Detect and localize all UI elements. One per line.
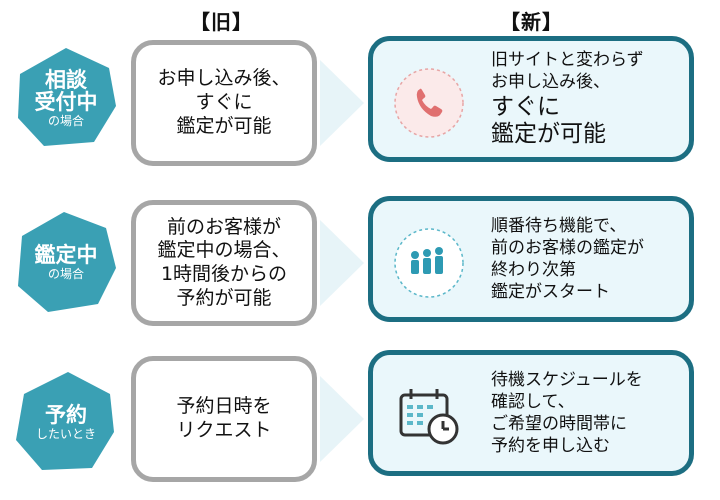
new-text-line: ご希望の時間帯に xyxy=(491,414,627,434)
badge-shape xyxy=(16,372,114,470)
arrow-right-icon xyxy=(320,376,364,462)
badge-sub: したいとき xyxy=(35,426,96,441)
old-box: お申し込み後、 すぐに 鑑定が可能 xyxy=(131,40,317,166)
calendar-clock-icon xyxy=(399,389,459,445)
new-text-line: 旧サイトと変わらず xyxy=(491,50,644,71)
badge-sub: の場合 xyxy=(47,266,84,281)
old-text-line: 前のお客様が xyxy=(166,215,281,238)
old-text-line: 鑑定が可能 xyxy=(176,114,272,137)
status-badge: 相談 受付中 の場合 xyxy=(14,46,118,150)
old-text-line: 鑑定中の場合、 xyxy=(157,239,291,262)
phone-icon xyxy=(394,68,464,138)
new-text-line: すぐに xyxy=(491,93,560,120)
new-text-line: 確認して、 xyxy=(491,391,575,412)
new-box: 順番待ち機能で、 前のお客様の鑑定が 終わり次第 鑑定がスタート xyxy=(368,196,694,322)
new-text-line: 鑑定が可能 xyxy=(491,121,606,148)
badge-sub: の場合 xyxy=(47,113,84,128)
header-new: 【新】 xyxy=(500,10,563,34)
badge-line: 鑑定中 xyxy=(34,242,98,267)
old-text-line: 予約が可能 xyxy=(176,286,272,309)
old-box: 前のお客様が 鑑定中の場合、 1時間後からの 予約が可能 xyxy=(131,200,317,326)
old-text-line: 予約日時を xyxy=(176,395,272,418)
status-badge: 予約 したいとき xyxy=(14,370,118,474)
badge-shape xyxy=(18,212,116,312)
badge-line: 相談 xyxy=(45,67,87,92)
old-text-line: お申し込み後、 xyxy=(157,67,291,90)
badge-shape xyxy=(18,48,116,146)
new-text-line: 順番待ち機能で、 xyxy=(491,215,627,236)
new-text-line: 待機スケジュールを xyxy=(491,369,643,390)
new-text-line: お申し込み後、 xyxy=(491,72,610,93)
new-text-line: 予約を申し込む xyxy=(491,436,610,457)
old-text-line: リクエスト xyxy=(176,419,272,441)
new-text-line: 終わり次第 xyxy=(491,260,576,280)
old-text-line: すぐに xyxy=(195,91,253,114)
queue-people-icon xyxy=(394,228,464,298)
arrow-right-icon xyxy=(320,60,364,146)
status-badge: 鑑定中 の場合 xyxy=(14,210,118,314)
new-box: 旧サイトと変わらず お申し込み後、 すぐに 鑑定が可能 xyxy=(368,36,694,162)
new-text-line: 鑑定がスタート xyxy=(491,282,610,303)
badge-line: 受付中 xyxy=(34,89,98,114)
new-box: 待機スケジュールを 確認して、 ご希望の時間帯に 予約を申し込む xyxy=(368,350,694,476)
new-text-line: 前のお客様の鑑定が xyxy=(491,237,644,258)
old-text-line: 1時間後からの xyxy=(160,263,288,285)
header-old: 【旧】 xyxy=(190,10,253,34)
arrow-right-icon xyxy=(320,220,364,306)
old-box: 予約日時を リクエスト xyxy=(131,356,317,482)
badge-line: 予約 xyxy=(45,402,87,427)
